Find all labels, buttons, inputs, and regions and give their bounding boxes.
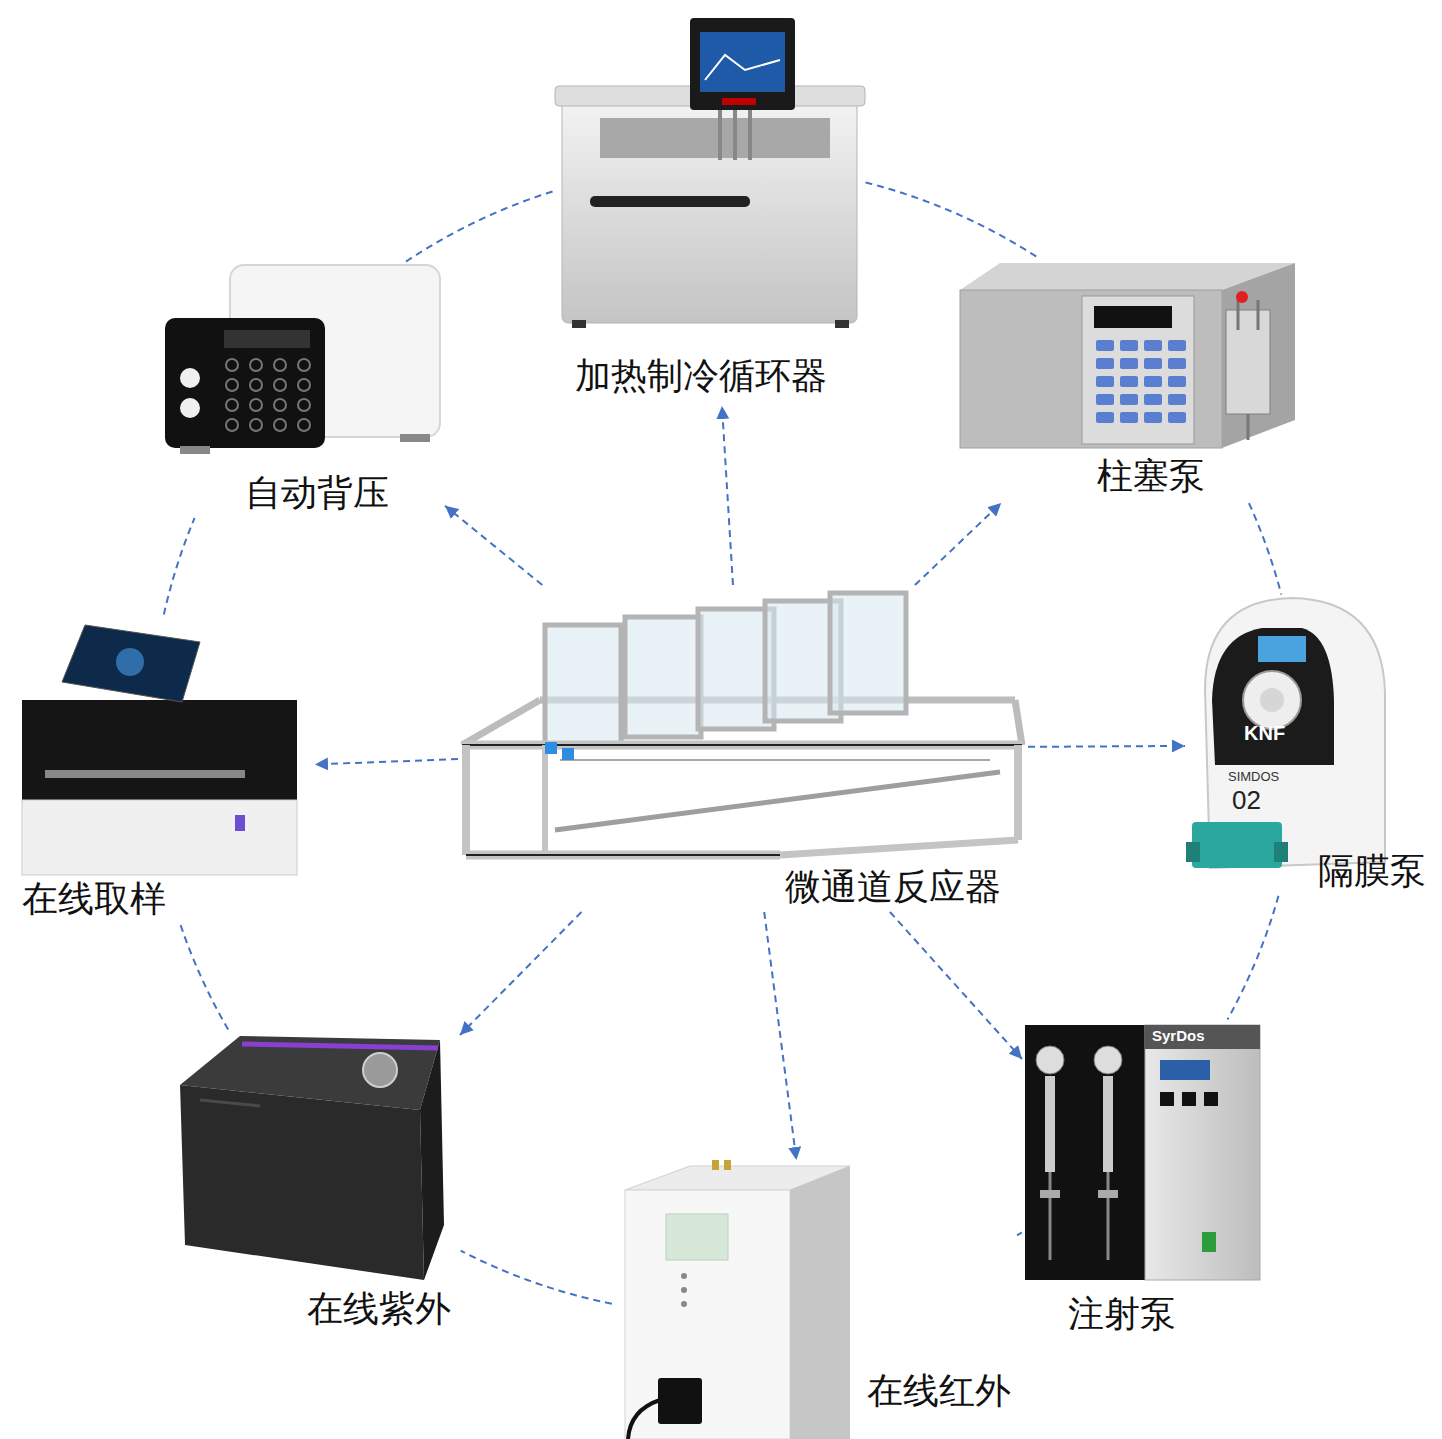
syringe-pump-picture [1025, 1025, 1260, 1280]
dashed-connector [1249, 503, 1281, 595]
equipment-label: 在线红外 [867, 1370, 1011, 1411]
equipment-node: 隔膜泵 [1185, 595, 1437, 895]
equipment-label: 在线紫外 [307, 1288, 451, 1329]
equipment-label: 注射泵 [1068, 1293, 1176, 1334]
dashed-connector [406, 191, 555, 262]
equipment-label: 在线取样 [22, 878, 166, 919]
equipment-label: 加热制冷循环器 [575, 355, 827, 396]
dashed-connector [461, 1251, 612, 1304]
back-pressure-picture [165, 265, 440, 454]
dashed-connector [460, 912, 581, 1035]
dashed-connector [181, 925, 229, 1029]
dashed-connector [1017, 1232, 1022, 1235]
device-marking: SIMDOS [1228, 770, 1279, 784]
dashed-connector [764, 912, 796, 1160]
dashed-connector [915, 503, 1001, 585]
dashed-connector [1228, 896, 1279, 1020]
equipment-label: 柱塞泵 [1097, 455, 1205, 496]
reactor-node: 微通道反应器 [458, 585, 1028, 912]
dashed-connector [890, 912, 1022, 1059]
equipment-label: 微通道反应器 [785, 866, 1001, 907]
equipment-node: 在线红外 [612, 1160, 1017, 1439]
dashed-connector [164, 518, 195, 615]
plunger-pump-picture [960, 263, 1295, 448]
device-marking: 02 [1232, 786, 1261, 815]
dashed-connector [722, 406, 733, 585]
equipment-node: 柱塞泵 [955, 258, 1305, 503]
ir-analyzer-picture [625, 1160, 850, 1439]
equipment-node: 加热制冷循环器 [555, 15, 865, 406]
dashed-connector [445, 506, 542, 585]
equipment-node: 注射泵 [1022, 1020, 1262, 1365]
dashed-connector [865, 182, 1038, 257]
device-marking: KNF [1244, 722, 1285, 744]
equipment-node: 自动背压 [160, 262, 445, 517]
equipment-node: 在线紫外 [170, 1030, 460, 1333]
diaphragm-pump-picture [1186, 598, 1385, 868]
equipment-node: 在线取样 [15, 615, 315, 925]
dashed-connector [1028, 745, 1185, 748]
circulator-picture [555, 18, 865, 328]
reactor-picture [462, 593, 1022, 855]
equipment-label: 隔膜泵 [1318, 850, 1426, 891]
equipment-label: 自动背压 [245, 472, 389, 513]
sampler-picture [22, 625, 297, 875]
dashed-connector [315, 759, 458, 764]
uv-analyzer-picture [180, 1036, 444, 1280]
device-marking: SyrDos [1152, 1028, 1205, 1045]
